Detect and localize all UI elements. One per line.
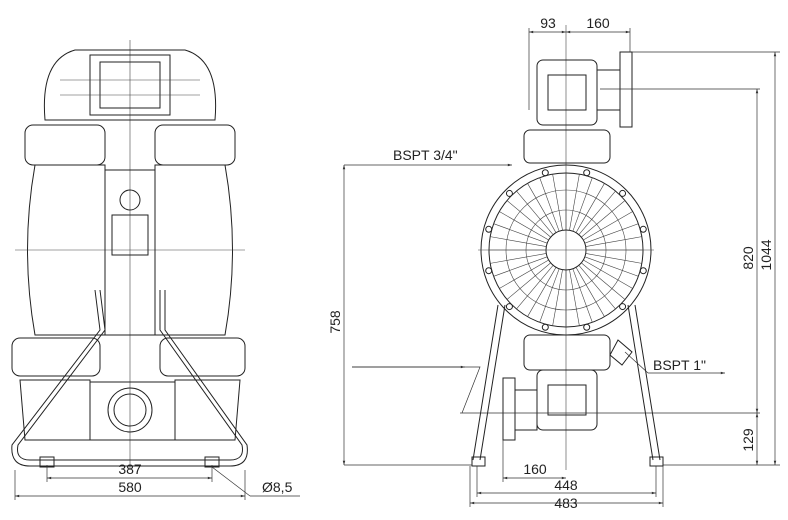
- front-view: 387 580 Ø8,5: [11, 40, 300, 500]
- cover-rib: [584, 223, 639, 244]
- dim-820: 820: [740, 246, 756, 270]
- upper-valve-chamber: [536, 59, 598, 126]
- bolt-icon: [619, 189, 627, 197]
- cover-rib: [552, 269, 563, 326]
- cover-rib: [527, 183, 557, 233]
- cover-rib: [584, 256, 639, 277]
- cover-rib: [516, 190, 554, 235]
- bolt-icon: [583, 169, 591, 177]
- bolt-icon: [639, 267, 647, 275]
- cover-rib: [569, 174, 580, 231]
- cover-rib: [499, 211, 549, 241]
- dim-483: 483: [554, 495, 578, 511]
- dim-129: 129: [740, 428, 756, 452]
- cover-rib: [581, 262, 626, 300]
- dim-93: 93: [540, 15, 556, 31]
- right-diaphragm-housing: [154, 164, 233, 336]
- bolt-icon: [505, 189, 513, 197]
- dim-580: 580: [118, 479, 142, 495]
- bolt-icon: [541, 323, 549, 331]
- cover-rib: [539, 177, 560, 232]
- cover-rib: [499, 259, 549, 289]
- cover-rib: [585, 253, 642, 264]
- dim-758: 758: [327, 310, 343, 334]
- cover-rib: [490, 236, 547, 247]
- dim-1044: 1044: [758, 239, 774, 270]
- cover-rib: [490, 253, 547, 264]
- cover-rib: [493, 256, 548, 277]
- dim-hole: Ø8,5: [262, 479, 293, 495]
- bolt-icon: [619, 303, 627, 311]
- cover-rib: [575, 183, 605, 233]
- bolt-icon: [639, 225, 647, 233]
- label-bspt-3-4: BSPT 3/4": [393, 147, 458, 163]
- cover-rib: [578, 190, 616, 235]
- dim-160-top: 160: [586, 15, 610, 31]
- bottom-manifold: [89, 381, 176, 441]
- dim-160-bottom: 160: [523, 461, 547, 477]
- cover-rib: [583, 259, 633, 289]
- cover-rib: [569, 269, 580, 326]
- cover-rib: [527, 267, 557, 317]
- dim-387: 387: [118, 461, 142, 477]
- bolt-icon: [485, 267, 493, 275]
- cover-rib: [583, 211, 633, 241]
- cover-rib: [578, 265, 616, 310]
- cover-rib: [581, 200, 626, 238]
- cover-rib: [506, 262, 551, 300]
- left-diaphragm-housing: [27, 164, 106, 336]
- cover-rib: [572, 177, 593, 232]
- cover-rib: [539, 268, 560, 323]
- cover-rib: [575, 267, 605, 317]
- top-manifold: [43, 49, 217, 121]
- cover-rib: [585, 236, 642, 247]
- inlet-flange: [502, 377, 516, 441]
- lower-valve-chamber: [536, 369, 598, 431]
- cover-rib: [506, 200, 551, 238]
- bolt-icon: [583, 323, 591, 331]
- bolt-icon: [505, 303, 513, 311]
- cover-rib: [552, 174, 563, 231]
- dim-448: 448: [554, 477, 578, 493]
- outlet-flange: [619, 51, 633, 128]
- cover-rib: [493, 223, 548, 244]
- cover-rib: [572, 268, 593, 323]
- side-view: 93 160 1044 820 129 BSPT 3/4" 758 BSPT 1…: [327, 15, 780, 511]
- bolt-icon: [485, 225, 493, 233]
- bolt-icon: [541, 169, 549, 177]
- label-bspt-1: BSPT 1": [653, 357, 706, 373]
- cover-rib: [516, 265, 554, 310]
